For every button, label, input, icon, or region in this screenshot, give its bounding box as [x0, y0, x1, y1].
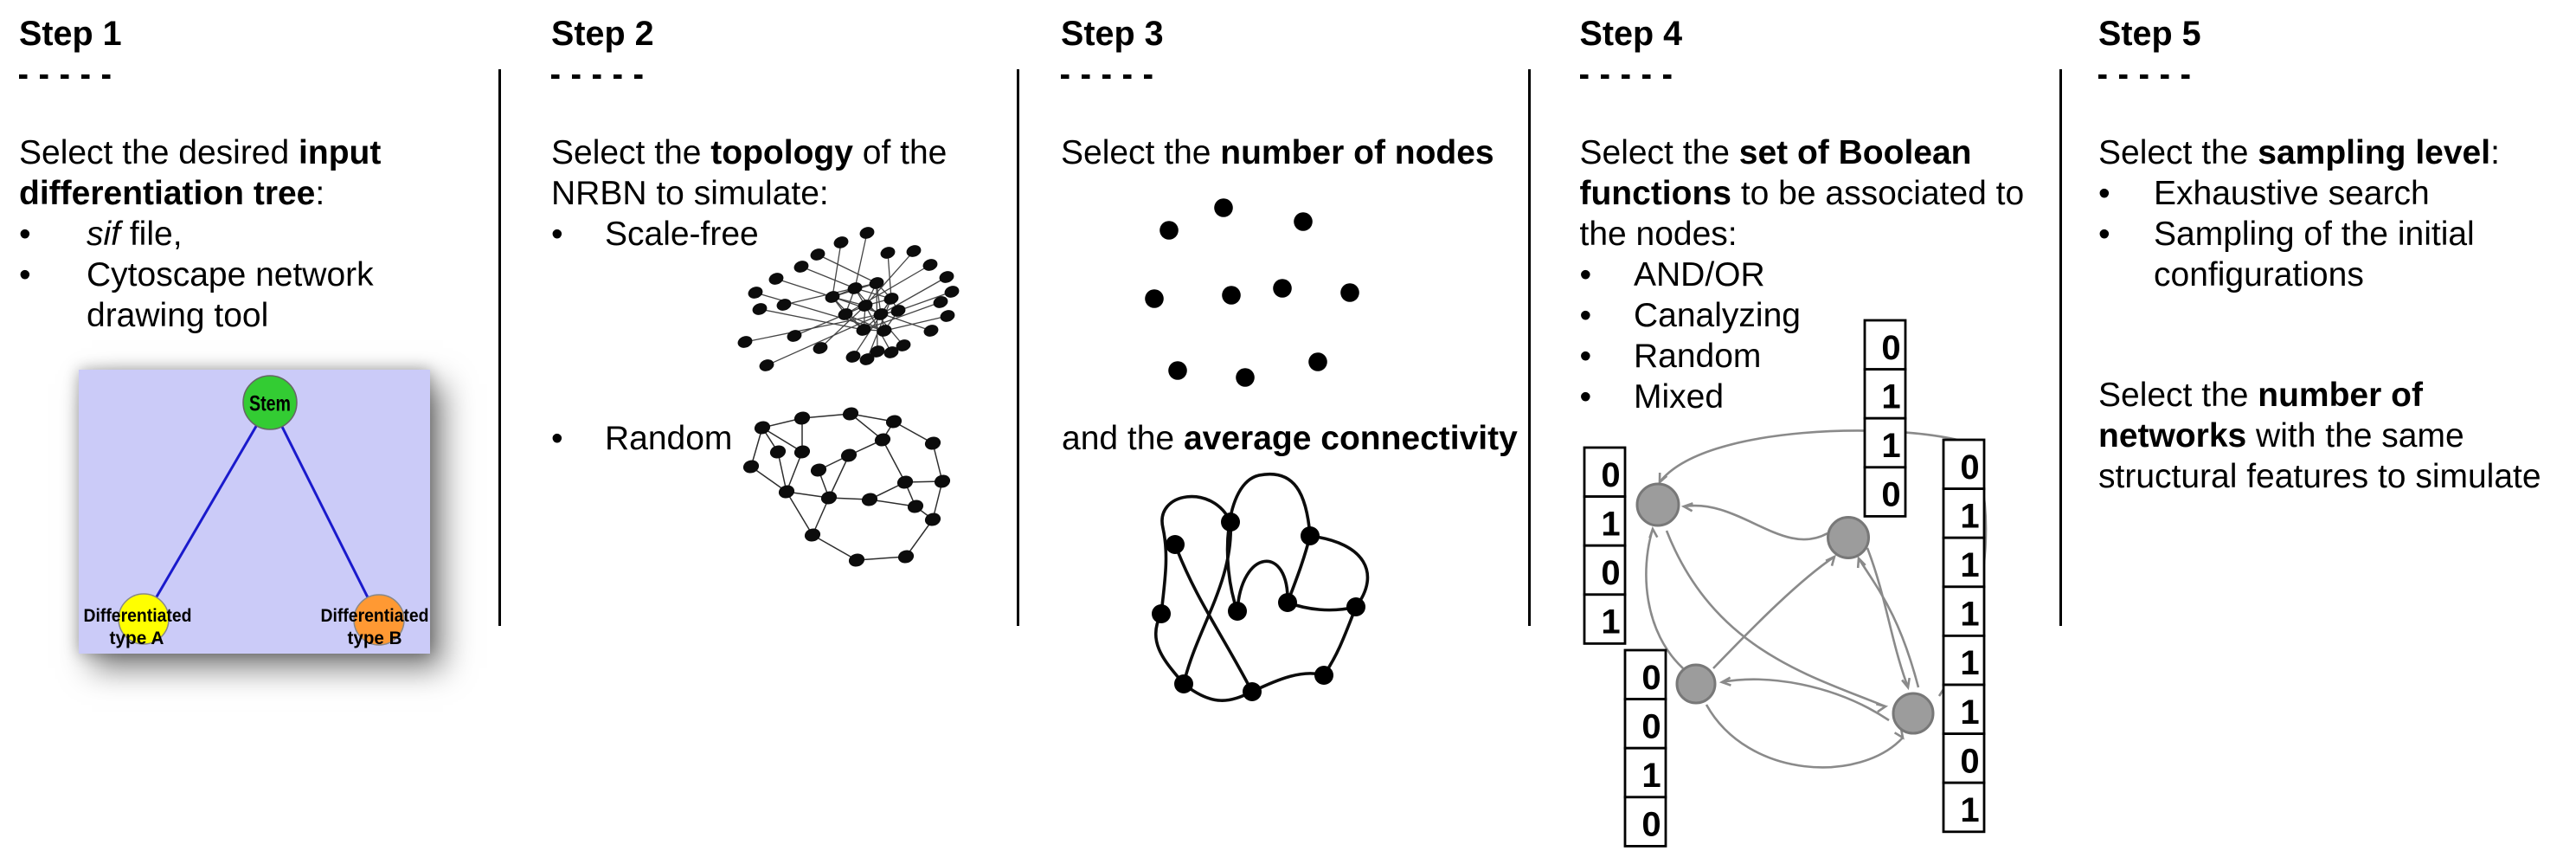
svg-text:1: 1 [1960, 546, 1979, 584]
svg-text:0: 0 [1881, 329, 1900, 367]
svg-text:1: 1 [1641, 757, 1661, 795]
svg-text:1: 1 [1881, 427, 1900, 465]
svg-text:1: 1 [1960, 791, 1979, 829]
svg-text:Stem: Stem [249, 392, 291, 416]
svg-text:1: 1 [1881, 377, 1900, 416]
svg-text:1: 1 [1960, 644, 1979, 682]
svg-text:1: 1 [1960, 693, 1979, 732]
svg-text:Differentiated: Differentiated [321, 605, 429, 626]
svg-text:1: 1 [1960, 497, 1979, 535]
svg-text:1: 1 [1960, 596, 1979, 634]
svg-text:0: 0 [1960, 448, 1979, 487]
svg-text:0: 0 [1601, 554, 1620, 592]
svg-text:0: 0 [1641, 707, 1661, 745]
svg-text:0: 0 [1641, 806, 1661, 844]
svg-text:0: 0 [1960, 742, 1979, 780]
svg-text:type B: type B [348, 628, 402, 648]
svg-text:type A: type A [110, 628, 164, 648]
svg-text:0: 0 [1601, 456, 1620, 494]
svg-text:0: 0 [1881, 476, 1900, 514]
svg-text:1: 1 [1601, 505, 1620, 543]
svg-text:1: 1 [1601, 603, 1620, 641]
svg-text:Differentiated: Differentiated [84, 605, 192, 626]
svg-text:0: 0 [1641, 659, 1661, 697]
